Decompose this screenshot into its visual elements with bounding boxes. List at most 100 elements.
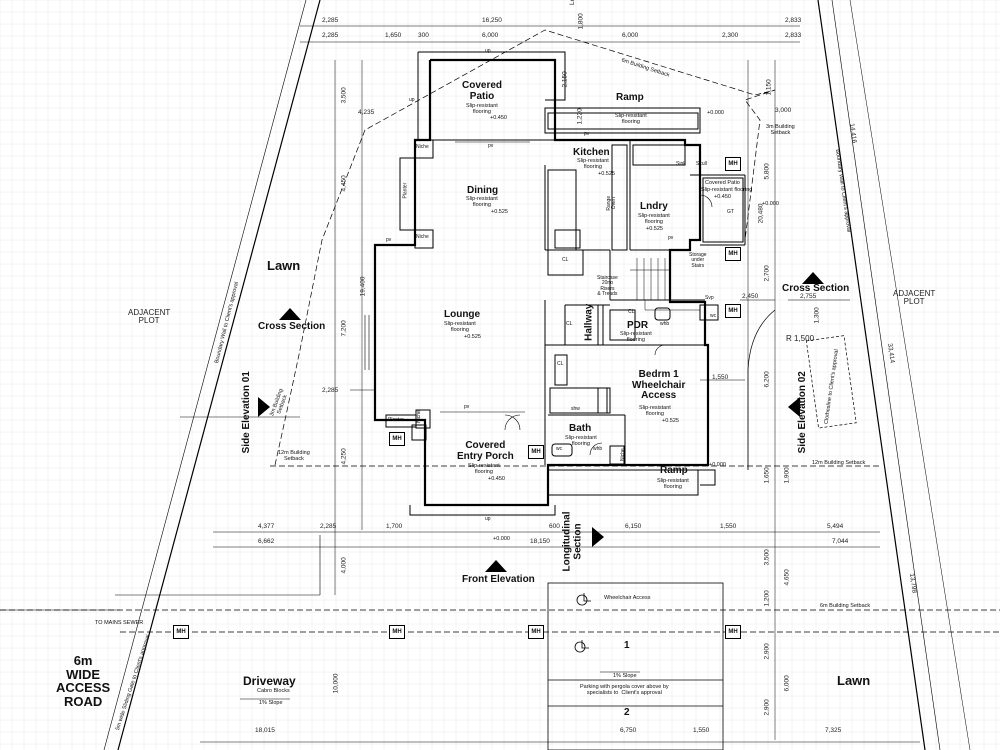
- 6m-setback-bottom: 6m Building Setback: [820, 603, 871, 609]
- dimension-text: 1,220: [576, 108, 584, 125]
- cross-section-left-label: Cross Section: [258, 321, 326, 332]
- ramp-top-label: Ramp: [616, 92, 644, 103]
- bedroom-level: +0.525: [662, 418, 679, 424]
- dimension-text: 20,480: [757, 203, 765, 224]
- ramp-bottom-note: Slip-resistant flooring: [657, 478, 689, 490]
- dimension-text: 18,150: [530, 538, 550, 545]
- dimension-text: 2,700: [763, 265, 771, 282]
- niche-label: Niche: [416, 144, 429, 150]
- dimension-text: 2,450: [742, 293, 759, 300]
- dimension-text: 4,650: [783, 569, 791, 586]
- dimension-text: 6,200: [763, 371, 771, 388]
- building-setback-line: [274, 29, 776, 466]
- dimension-text: 3,500: [340, 87, 348, 104]
- dimension-text: 5,494: [827, 523, 844, 530]
- scullery-label: Scull: [696, 161, 707, 167]
- left-boundary-wall: [117, 0, 321, 750]
- dimension-text: 1,700: [386, 523, 403, 530]
- dimension-text: 2,285: [322, 17, 339, 24]
- shower-label: shw: [571, 406, 580, 412]
- radius-label: R 1,500: [786, 334, 815, 343]
- manhole-icon: MH: [528, 625, 544, 639]
- small-patio-level: +0.450: [714, 194, 731, 200]
- manhole-icon: MH: [173, 625, 189, 639]
- hallway-label: Hallway: [583, 303, 595, 341]
- front-elevation-marker: [485, 560, 507, 572]
- dimension-text: 1,650: [763, 467, 771, 484]
- bath-label: Bath: [569, 423, 592, 434]
- bedroom-label: Bedrm 1 Wheelchair Access: [632, 369, 686, 401]
- manhole-icon: MH: [725, 247, 741, 261]
- left-boundary-line: [103, 0, 307, 750]
- side-elevation-02-marker: [788, 397, 800, 417]
- covered-patio-level: +0.450: [490, 115, 507, 121]
- cross-section-right-label: Cross Section: [782, 283, 850, 294]
- dimension-text: 13,798: [907, 572, 918, 594]
- right-boundary-wall: [817, 0, 926, 750]
- wheelchair-access-note: Wheelchair Access: [604, 595, 651, 601]
- dimension-text: 2,285: [322, 32, 339, 39]
- staircase-label: Staircase 20no Risers & Treads: [597, 275, 618, 297]
- dimension-text: 7,200: [340, 320, 348, 337]
- patio-outline: [418, 51, 566, 101]
- kitchen-label: Kitchen: [573, 147, 610, 158]
- dimension-text: 6,000: [482, 32, 499, 39]
- dining-level: +0.525: [491, 209, 508, 215]
- cl-label: CL: [566, 321, 573, 327]
- cross-section-right-marker: [802, 272, 824, 284]
- dimension-text: 1,550: [720, 523, 737, 530]
- dimension-text: 2,900: [763, 643, 771, 660]
- dimension-text: 10,000: [332, 673, 340, 694]
- ramp-bottom-level: +0.000: [709, 462, 726, 468]
- dimension-text: 4,235: [358, 109, 375, 116]
- dimension-text: 2,285: [320, 523, 337, 530]
- manhole-icon: MH: [725, 304, 741, 318]
- longitudinal-section-marker: [592, 527, 604, 547]
- niche-label: Niche: [416, 234, 429, 240]
- wc-label: wc: [556, 446, 563, 452]
- pv-label: pv: [464, 404, 470, 410]
- small-patio-note: Slip-resistant flooring: [701, 187, 753, 193]
- driveway-slope: 1% Slope: [259, 700, 283, 706]
- dining-label: Dining: [467, 185, 499, 196]
- up-label: up: [485, 48, 491, 54]
- cl-label: CL: [562, 257, 569, 263]
- pdr-note: Slip-resistant flooring: [620, 331, 652, 343]
- dimension-text: 1,650: [385, 32, 402, 39]
- dimension-text: 2,833: [785, 32, 802, 39]
- longitudinal-section-label: Longitudinal Section: [561, 511, 584, 572]
- lounge-note: Slip-resistant flooring: [444, 321, 476, 333]
- ramp-top-level: +0.000: [707, 110, 724, 116]
- side-elevation-01-label: Side Elevation 01: [240, 371, 252, 454]
- entry-porch-note: Slip-resistant flooring: [468, 463, 500, 475]
- dimension-text: 6,000: [622, 32, 639, 39]
- lawn-right-label: Lawn: [837, 673, 871, 688]
- parking-bay-2: 2: [624, 707, 630, 718]
- adjacent-plot-left: ADJACENT PLOT: [128, 308, 171, 326]
- right-boundary-line-2: [849, 0, 971, 750]
- ramp-bottom-label: Ramp: [660, 465, 688, 476]
- dimension-text: 6,662: [258, 538, 275, 545]
- dimension-text: 4,377: [258, 523, 275, 530]
- front-elevation-label: Front Elevation: [462, 574, 535, 585]
- dimension-text: 14,416: [847, 122, 858, 144]
- dimension-text: 2,285: [322, 387, 339, 394]
- pv-label: pv: [584, 131, 590, 137]
- cl-label: CL: [557, 361, 564, 367]
- lounge-level: +0.525: [464, 334, 481, 340]
- dimension-text: 1,150: [765, 79, 773, 96]
- pv-label: pv: [488, 143, 494, 149]
- dimension-text: 1,900: [783, 467, 791, 484]
- dimension-text: 2,755: [800, 293, 817, 300]
- parking-slope: 1% Slope: [613, 673, 637, 679]
- whb-label: whb: [660, 321, 670, 327]
- access-road-label: 6m WIDE ACCESS ROAD: [56, 653, 111, 709]
- dimension-text: 5,800: [763, 163, 771, 180]
- dimension-text: 600: [549, 523, 560, 530]
- dimension-text: 3,000: [775, 107, 792, 114]
- dimension-text: 33,414: [885, 342, 896, 364]
- kitchen-level: +0.525: [598, 171, 615, 177]
- adjacent-plot-right: ADJACENT PLOT: [893, 289, 936, 307]
